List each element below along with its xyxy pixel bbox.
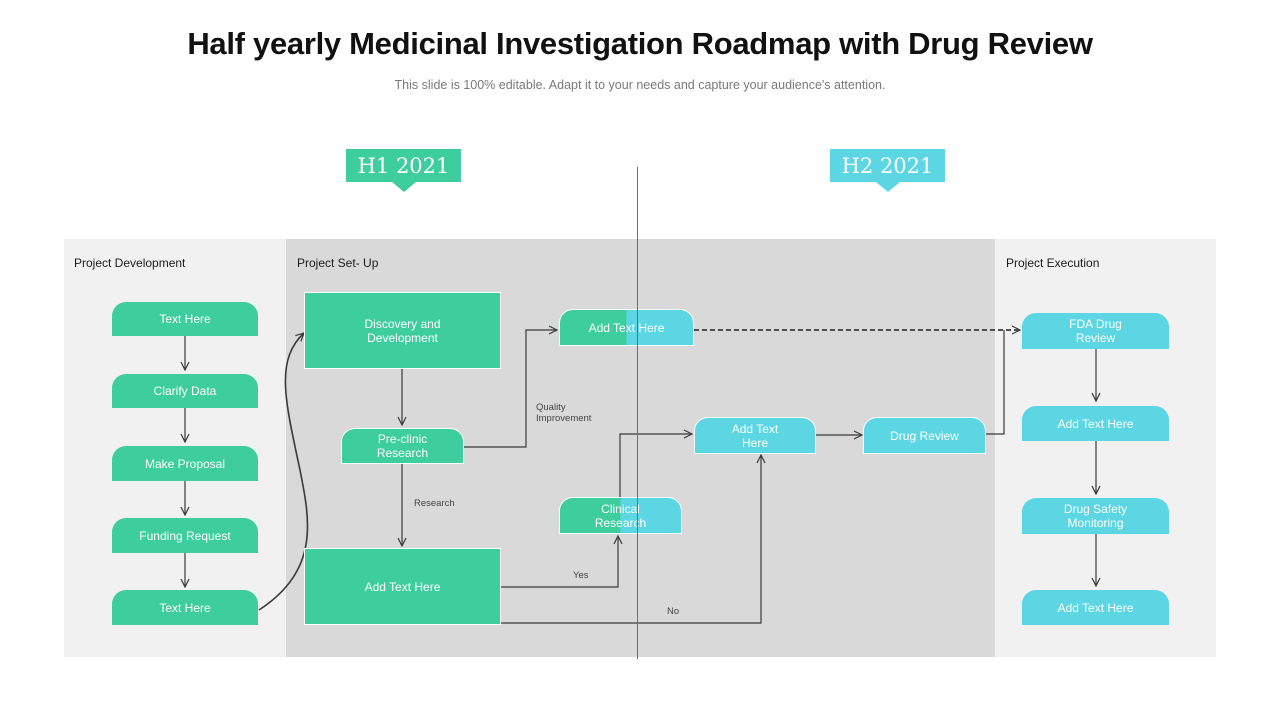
node-label: Add Text Here	[364, 579, 441, 594]
node-label: Funding Request	[139, 528, 231, 543]
h2-2021-marker: H2 2021	[830, 149, 945, 192]
edge-label-research: Research	[414, 498, 455, 509]
dev-step-funding-request[interactable]: Funding Request	[112, 518, 258, 553]
edge-label-yes: Yes	[573, 570, 589, 581]
node-label: Drug Safety Monitoring	[1063, 502, 1128, 530]
node-label: Text Here	[159, 600, 211, 615]
node-label: Pre-clinic Research	[376, 432, 429, 460]
dev-step-make-proposal[interactable]: Make Proposal	[112, 446, 258, 481]
node-label: Clinical Research	[594, 501, 647, 530]
edge-label-quality-improvement: Quality Improvement	[536, 402, 592, 424]
h1-label: H1 2021	[357, 153, 450, 178]
exec-step-fda-drug-review[interactable]: FDA Drug Review	[1022, 313, 1169, 349]
node-discovery-development[interactable]: Discovery and Development	[304, 292, 501, 369]
node-label: Drug Review	[890, 428, 959, 443]
h2-label: H2 2021	[841, 153, 934, 178]
node-add-text-mid[interactable]: Add Text Here	[694, 417, 816, 454]
node-label: Clarify Data	[153, 384, 217, 398]
exec-step-add-text-2[interactable]: Add Text Here	[1022, 590, 1169, 625]
node-label: Add Text Here	[588, 320, 665, 335]
dev-step-text-here-2[interactable]: Text Here	[112, 590, 258, 625]
h1-2021-marker: H1 2021	[346, 149, 461, 192]
node-label: FDA Drug Review	[1069, 317, 1122, 345]
node-clinical-research[interactable]: Clinical Research	[559, 497, 682, 534]
node-drug-review[interactable]: Drug Review	[863, 417, 986, 454]
node-label: Add Text Here	[1057, 600, 1134, 615]
node-label: Text Here	[159, 312, 211, 326]
node-add-text-top[interactable]: Add Text Here	[559, 309, 694, 346]
exec-step-add-text-1[interactable]: Add Text Here	[1022, 406, 1169, 441]
half-year-divider	[637, 167, 638, 659]
node-label: Discovery and Development	[364, 316, 441, 345]
node-label: Add Text Here	[731, 421, 779, 450]
phase-label-setup: Project Set- Up	[297, 256, 379, 270]
exec-step-drug-safety-monitoring[interactable]: Drug Safety Monitoring	[1022, 498, 1169, 534]
page-subtitle: This slide is 100% editable. Adapt it to…	[394, 78, 886, 92]
page-title: Half yearly Medicinal Investigation Road…	[187, 26, 1093, 61]
phase-label-development: Project Development	[74, 256, 186, 270]
node-label: Make Proposal	[144, 456, 226, 471]
node-add-text-box[interactable]: Add Text Here	[304, 548, 501, 625]
node-label: Add Text Here	[1057, 416, 1134, 431]
phase-label-execution: Project Execution	[1006, 256, 1100, 270]
edge-label-no: No	[667, 606, 680, 617]
dev-step-text-here-1[interactable]: Text Here	[112, 302, 258, 336]
phase-panel-execution	[995, 239, 1216, 657]
dev-step-clarify-data[interactable]: Clarify Data	[112, 374, 258, 408]
node-preclinic-research[interactable]: Pre-clinic Research	[341, 428, 464, 464]
